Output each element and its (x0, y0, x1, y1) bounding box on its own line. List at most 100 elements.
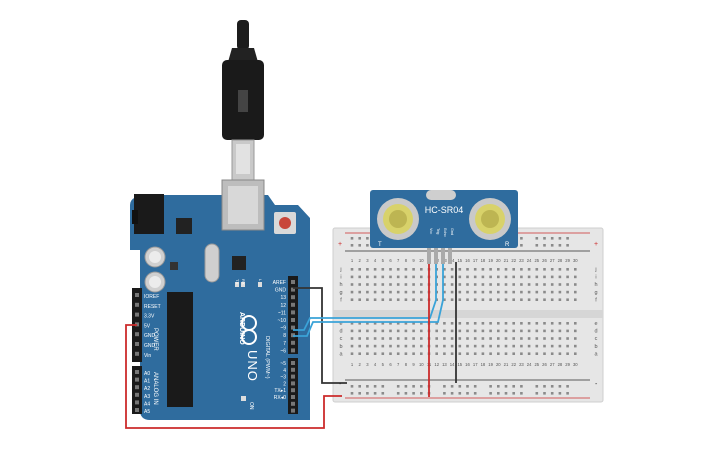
svg-text:d: d (339, 329, 342, 335)
svg-text:f: f (340, 297, 342, 303)
svg-text:14: 14 (450, 258, 455, 263)
usb-cable[interactable] (222, 20, 264, 181)
digital-pin-label-14: TX▸1 (274, 388, 286, 394)
analog-pin-label-3: A3 (144, 394, 150, 400)
rail-minus-bottom-left: - (339, 381, 342, 388)
svg-text:e: e (339, 321, 342, 327)
sensor-pin-label-0: Vcc (429, 228, 433, 234)
svg-text:23: 23 (519, 258, 524, 263)
digital-pin-label-1: GND (275, 288, 287, 294)
svg-text:18: 18 (481, 258, 486, 263)
svg-text:28: 28 (558, 258, 563, 263)
svg-text:9: 9 (412, 258, 415, 263)
svg-text:27: 27 (550, 258, 555, 263)
digital-pin-label-7: 8 (283, 333, 286, 339)
svg-text:15: 15 (457, 258, 462, 263)
svg-text:h: h (339, 282, 342, 288)
digital-pin-label-13: 2 (283, 381, 286, 387)
sensor-r-mark: R (505, 242, 510, 248)
power-pin-label-3: 5V (144, 323, 151, 329)
svg-text:i: i (595, 275, 596, 281)
svg-text:g: g (339, 290, 342, 296)
svg-text:c: c (340, 336, 343, 342)
svg-text:12: 12 (434, 362, 439, 367)
svg-text:7: 7 (397, 258, 400, 263)
digital-pin-label-8: 7 (283, 341, 286, 347)
power-pin-label-0: IOREF (144, 294, 159, 300)
svg-text:26: 26 (542, 258, 547, 263)
svg-text:21: 21 (504, 362, 509, 367)
led-rx-label: RX (241, 279, 246, 285)
digital-pin-label-3: 12 (280, 303, 286, 309)
digital-pin-label-9: ~6 (280, 348, 286, 354)
svg-text:28: 28 (558, 362, 563, 367)
svg-text:27: 27 (550, 362, 555, 367)
analog-pin-label-2: A2 (144, 386, 150, 392)
power-pin-label-2: 3.3V (144, 314, 155, 320)
analog-pin-label-1: A1 (144, 379, 150, 385)
model-label: UNO (245, 350, 260, 382)
power-pin-label-1: RESET (144, 304, 161, 310)
svg-text:3: 3 (366, 258, 369, 263)
svg-text:c: c (595, 336, 598, 342)
digital-pin-label-2: 13 (280, 295, 286, 301)
svg-text:6: 6 (389, 362, 392, 367)
led-tx-label: TX (235, 279, 240, 284)
svg-text:3: 3 (366, 362, 369, 367)
rail-plus-top-left: + (338, 241, 342, 248)
red-5v-wire (125, 324, 342, 429)
svg-text:d: d (594, 329, 597, 335)
svg-text:20: 20 (496, 258, 501, 263)
power-header-label: POWER (152, 328, 158, 351)
blue-echo-wire (293, 262, 444, 337)
wires[interactable] (125, 262, 457, 429)
power-pin-label-6: Vin (144, 353, 151, 359)
analog-pin-label-5: A5 (144, 409, 150, 415)
svg-text:2: 2 (359, 362, 362, 367)
arduino-uno-board[interactable]: ARDUINO UNO ON POWER ANALOG IN DIGITAL (… (130, 179, 310, 420)
svg-text:24: 24 (527, 258, 532, 263)
digital-pin-label-4: ~11 (278, 310, 286, 316)
svg-text:10: 10 (419, 362, 424, 367)
svg-text:8: 8 (405, 258, 408, 263)
svg-text:5: 5 (382, 258, 385, 263)
svg-text:15: 15 (457, 362, 462, 367)
svg-text:8: 8 (405, 362, 408, 367)
sensor-pin-label-1: Trig (436, 228, 440, 234)
sensor-pin-label-3: Gnd (450, 228, 454, 235)
power-pin-label-4: GND (144, 333, 156, 339)
svg-text:30: 30 (573, 258, 578, 263)
sensor-pin-label-2: Echo (443, 228, 447, 237)
svg-text:e: e (594, 321, 597, 327)
svg-text:7: 7 (397, 362, 400, 367)
svg-text:25: 25 (534, 258, 539, 263)
power-pin-label-5: GND (144, 343, 156, 349)
svg-text:6: 6 (389, 258, 392, 263)
digital-pin-label-15: RX◂0 (274, 395, 286, 401)
svg-text:10: 10 (419, 258, 424, 263)
svg-text:9: 9 (412, 362, 415, 367)
brand-label: ARDUINO (238, 312, 245, 345)
svg-text:14: 14 (450, 362, 455, 367)
digital-pin-label-12: ~3 (280, 375, 286, 381)
svg-text:a: a (594, 351, 598, 357)
svg-text:20: 20 (496, 362, 501, 367)
svg-text:18: 18 (481, 362, 486, 367)
svg-text:h: h (594, 282, 597, 288)
svg-text:j: j (594, 267, 596, 273)
arduino-logo (241, 315, 257, 345)
svg-text:16: 16 (465, 362, 470, 367)
svg-text:21: 21 (504, 258, 509, 263)
svg-text:a: a (339, 351, 343, 357)
svg-text:b: b (594, 344, 597, 350)
on-label: ON (248, 402, 254, 410)
svg-text:22: 22 (511, 362, 516, 367)
led-l-label: L (258, 279, 263, 282)
svg-text:i: i (340, 275, 341, 281)
svg-text:13: 13 (442, 362, 447, 367)
svg-text:4: 4 (374, 362, 377, 367)
analog-pin-label-0: A0 (144, 371, 150, 377)
digital-header-label: DIGITAL (PWM~) (264, 336, 270, 379)
